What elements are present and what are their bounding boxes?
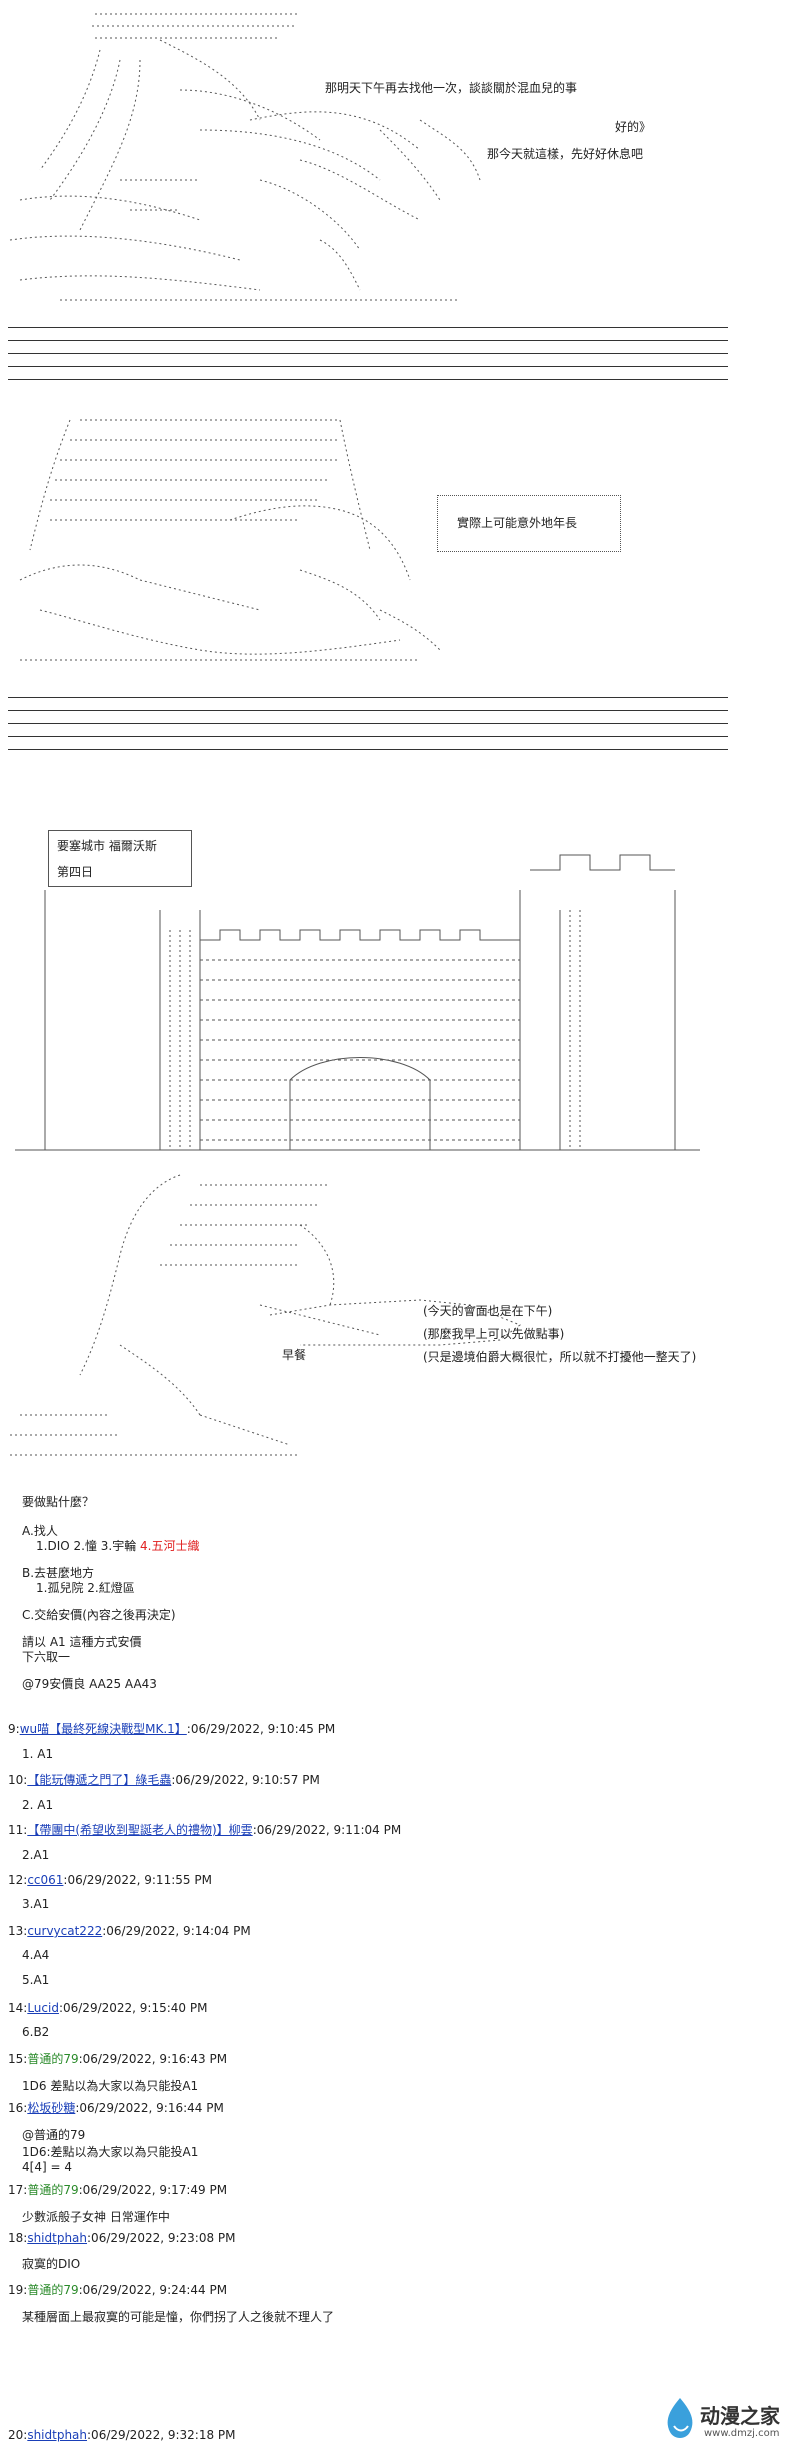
post: 11:【帶團中(希望收到聖誕老人的禮物)】柳雲:06/29/2022, 9:11… [8, 1821, 778, 1862]
post: 5.A1 [8, 1963, 778, 1987]
post-time: :06/29/2022, 9:17:49 PM [78, 2183, 228, 2197]
location-box [48, 830, 192, 887]
watermark: 动漫之家 www.dmzj.com [660, 2396, 800, 2446]
poster-name-link[interactable]: 【能玩傳遞之門了】綠毛蟲 [27, 1773, 172, 1787]
menu-option-b-list: 1.孤兒院 2.紅燈區 [36, 1581, 135, 1595]
poster-name-link[interactable]: shidtphah [27, 2428, 88, 2442]
ascii-art-scene-2 [0, 410, 800, 680]
location-day: 第四日 [57, 865, 94, 879]
note-text: 實際上可能意外地年長 [457, 516, 578, 530]
post: 13:curvycat222:06/29/2022, 9:14:04 PM 4.… [8, 1924, 778, 1962]
post-body: 1D6 差點以為大家以為只能投A1 [22, 2079, 199, 2093]
watermark-url: www.dmzj.com [704, 2428, 780, 2439]
post-time: :06/29/2022, 9:16:44 PM [75, 2101, 224, 2115]
post-time: :06/29/2022, 9:23:08 PM [87, 2231, 236, 2245]
post: 12:cc061:06/29/2022, 9:11:55 PM 3.A1 [8, 1873, 778, 1911]
post: 19:普通的79:06/29/2022, 9:24:44 PM 某種層面上最寂寞… [8, 2281, 778, 2325]
post-body: 2. A1 [22, 1798, 54, 1812]
choice-menu: 要做點什麼？ A.找人 1.DIO 2.憧 3.宇輪 4.五河士織 B.去甚麼地… [22, 1495, 792, 1692]
menu-option-a: A.找人 [22, 1524, 58, 1538]
post-body: 1. A1 [22, 1747, 54, 1761]
location-city: 要塞城市 福爾沃斯 [57, 839, 157, 853]
post-body: 5.A1 [22, 1973, 50, 1987]
post-time: :06/29/2022, 9:11:55 PM [63, 1873, 212, 1887]
post-body: 6.B2 [22, 2025, 50, 2039]
vote-rule: 下六取一 [22, 1650, 71, 1664]
post-body: 2.A1 [22, 1848, 50, 1862]
post-body: 4.A4 [22, 1948, 50, 1962]
post: 17:普通的79:06/29/2022, 9:17:49 PM 少數派般子女神 … [8, 2181, 778, 2225]
post-time: :06/29/2022, 9:32:18 PM [87, 2428, 236, 2442]
vote-instruction: 請以 A1 這種方式安價 [22, 1635, 142, 1649]
poster-name-link[interactable]: Lucid [27, 2001, 59, 2015]
post-body: @普通的79 1D6:差點以為大家以為只能投A1 4[4] = 4 [22, 2128, 199, 2174]
post: 20:shidtphah:06/29/2022, 9:32:18 PM [8, 2428, 236, 2442]
menu-option-b: B.去甚麼地方 [22, 1566, 95, 1580]
post-time: :06/29/2022, 9:10:57 PM [171, 1773, 320, 1787]
ascii-art-scene-4 [0, 1165, 800, 1475]
poster-name: 普通的79 [27, 2183, 79, 2197]
ascii-art-scene-1 [0, 0, 800, 340]
watermark-logo-icon [667, 2398, 693, 2438]
post-time: :06/29/2022, 9:10:45 PM [186, 1722, 336, 1736]
menu-option-c: C.交給安價(內容之後再決定) [22, 1608, 176, 1622]
poster-name-link[interactable]: wu喵【最終死線決戰型MK.1】 [19, 1722, 187, 1736]
post-body: 寂寞的DIO [22, 2257, 81, 2271]
thought-line: (那麼我早上可以先做點事) [423, 1327, 565, 1341]
poster-name-link[interactable]: shidtphah [27, 2231, 88, 2245]
post-body: 某種層面上最寂寞的可能是憧，你們拐了人之後就不理人了 [22, 2310, 335, 2324]
post-time: :06/29/2022, 9:14:04 PM [102, 1924, 251, 1938]
watermark-text: 动漫之家 [700, 2404, 780, 2428]
post-time: :06/29/2022, 9:15:40 PM [58, 2001, 208, 2015]
thought-line: (只是邊境伯爵大概很忙，所以就不打擾他一整天了) [423, 1350, 697, 1364]
ascii-art-castle [0, 850, 800, 1170]
post: 18:shidtphah:06/29/2022, 9:23:08 PM 寂寞的D… [8, 2231, 778, 2272]
thought-line: (今天的會面也是在下午) [423, 1304, 553, 1318]
highlighted-option: 4.五河士織 [140, 1539, 200, 1553]
post: 16:松坂砂糖:06/29/2022, 9:16:44 PM @普通的79 1D… [8, 2099, 778, 2174]
dialogue-line: 那明天下午再去找他一次，談談關於混血兒的事 [325, 81, 578, 95]
post: 9:wu喵【最終死線決戰型MK.1】:06/29/2022, 9:10:45 P… [8, 1720, 778, 1761]
post-time: :06/29/2022, 9:24:44 PM [78, 2283, 228, 2297]
dialogue-line: 那今天就這樣，先好好休息吧 [487, 147, 644, 161]
poster-name: 普通的79 [27, 2052, 79, 2066]
poster-name-link[interactable]: 松坂砂糖 [27, 2101, 76, 2115]
menu-option-a-list: 1.DIO 2.憧 3.宇輪 4.五河士織 [36, 1539, 200, 1553]
post: 10:【能玩傳遞之門了】綠毛蟲:06/29/2022, 9:10:57 PM 2… [8, 1771, 778, 1812]
menu-question: 要做點什麼？ [22, 1495, 95, 1509]
dialogue-line: 好的》 [615, 120, 652, 134]
vote-anchor: @79安價良 AA25 AA43 [22, 1677, 157, 1691]
post-time: :06/29/2022, 9:16:43 PM [78, 2052, 228, 2066]
poster-name-link[interactable]: 【帶團中(希望收到聖誕老人的禮物)】柳雲 [27, 1823, 253, 1837]
post-body: 3.A1 [22, 1897, 50, 1911]
sign-text: 早餐 [282, 1348, 307, 1362]
poster-name: 普通的79 [27, 2283, 79, 2297]
poster-name-link[interactable]: cc061 [27, 1873, 64, 1887]
post: 14:Lucid:06/29/2022, 9:15:40 PM 6.B2 [8, 2001, 778, 2039]
post-time: :06/29/2022, 9:11:04 PM [252, 1823, 402, 1837]
poster-name-link[interactable]: curvycat222 [27, 1924, 103, 1938]
note-box [437, 495, 621, 552]
post-body: 少數派般子女神 日常運作中 [22, 2210, 170, 2224]
post: 15:普通的79:06/29/2022, 9:16:43 PM 1D6 差點以為… [8, 2050, 778, 2094]
